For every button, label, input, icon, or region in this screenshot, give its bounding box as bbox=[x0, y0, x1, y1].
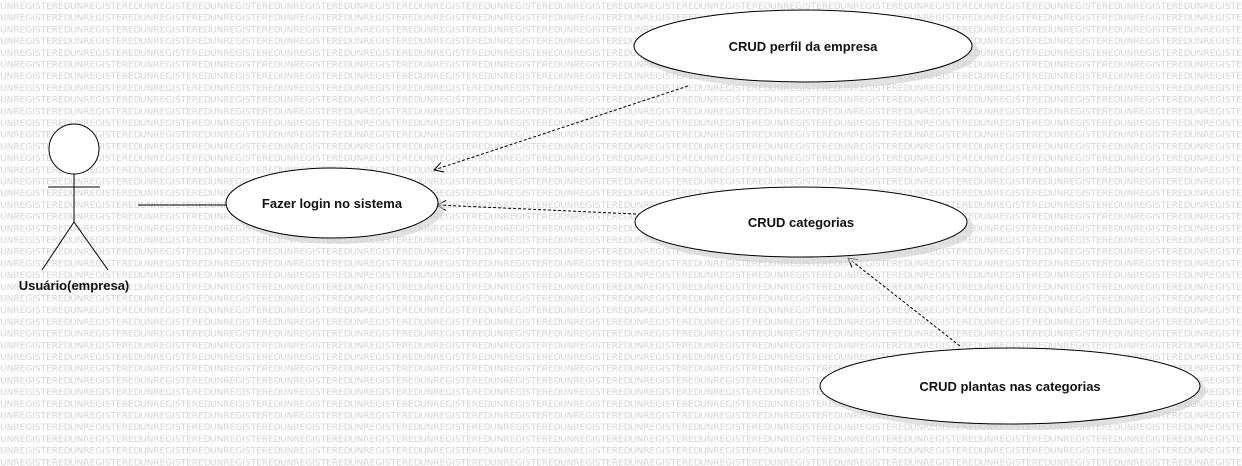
use-case-plantas[interactable]: CRUD plantas nas categorias bbox=[819, 347, 1206, 430]
actor-head bbox=[48, 123, 100, 175]
use-case-login-label: Fazer login no sistema bbox=[262, 196, 403, 211]
use-case-perfil[interactable]: CRUD perfil da empresa bbox=[633, 9, 979, 89]
use-case-perfil-ellipse bbox=[633, 9, 973, 83]
actor-usuario-empresa[interactable]: Usuário(empresa) bbox=[19, 123, 130, 293]
use-case-categorias-ellipse bbox=[634, 186, 968, 258]
dependency-categorias-to-login bbox=[435, 199, 637, 215]
dependency-perfil-to-login bbox=[433, 85, 689, 173]
use-case-perfil-label: CRUD perfil da empresa bbox=[729, 39, 879, 54]
actor-right-leg bbox=[73, 221, 109, 271]
use-case-categorias-label: CRUD categorias bbox=[748, 215, 854, 230]
actor-label: Usuário(empresa) bbox=[19, 278, 130, 293]
actor-left-leg bbox=[41, 221, 75, 271]
use-case-plantas-label: CRUD plantas nas categorias bbox=[919, 379, 1100, 394]
dependency-plantas-to-categorias bbox=[847, 257, 961, 347]
use-case-login[interactable]: Fazer login no sistema bbox=[225, 167, 444, 244]
use-case-plantas-ellipse bbox=[819, 347, 1201, 425]
use-case-login-ellipse bbox=[225, 167, 439, 239]
use-case-categorias[interactable]: CRUD categorias bbox=[634, 186, 974, 264]
